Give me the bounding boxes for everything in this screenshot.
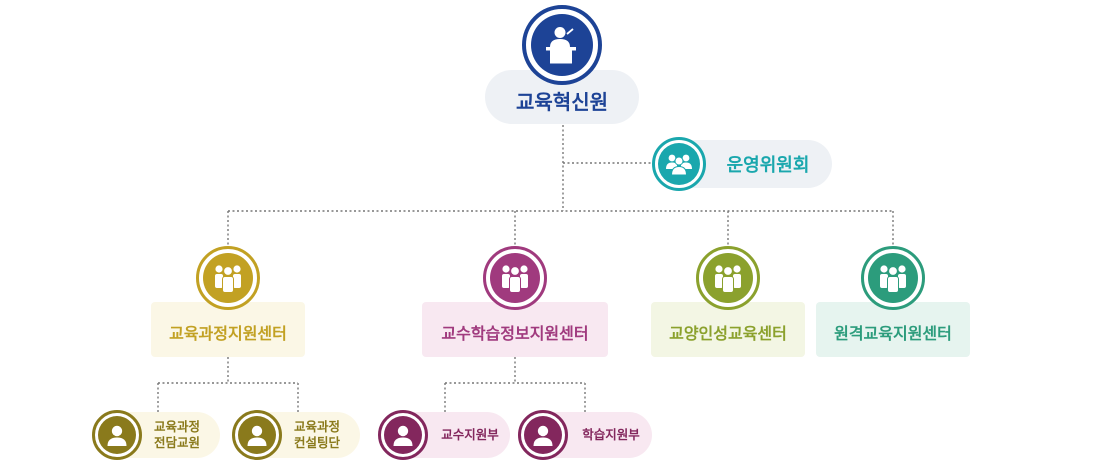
person-icon (518, 410, 568, 460)
center-label: 교양인성교육센터 (669, 323, 787, 343)
group-people-icon (861, 246, 925, 310)
center-teaching-learning: 교수학습정보지원센터 (422, 302, 608, 357)
committee-node-label: 운영위원회 (726, 155, 810, 176)
sub-unit-label-line1: 교육과정 (293, 419, 340, 435)
center-label: 원격교육지원센터 (834, 323, 952, 343)
root-node-label: 교육혁신원 (516, 89, 608, 114)
center-label: 교육과정지원센터 (169, 323, 287, 343)
sub-unit-label-line1: 교수지원부 (441, 427, 499, 443)
group-people-icon (483, 246, 547, 310)
root-node: 교육혁신원 (485, 70, 639, 124)
sub-unit-label-line1: 학습지원부 (582, 427, 640, 443)
sub-unit-label-line2: 전담교원 (153, 435, 200, 450)
center-curriculum: 교육과정지원센터 (151, 302, 305, 357)
center-remote-education: 원격교육지원센터 (816, 302, 970, 357)
group-people-icon (196, 246, 260, 310)
group-people-icon (696, 246, 760, 310)
person-icon (378, 410, 428, 460)
center-label: 교수학습정보지원센터 (441, 323, 589, 343)
person-icon (92, 410, 142, 460)
person-icon (232, 410, 282, 460)
podium-speaker-icon (522, 5, 602, 85)
center-liberal-arts: 교양인성교육센터 (651, 302, 805, 357)
sub-unit-label-line2: 컨설팅단 (293, 435, 340, 450)
group-people-icon (652, 137, 706, 191)
sub-unit-label-line1: 교육과정 (153, 419, 200, 435)
